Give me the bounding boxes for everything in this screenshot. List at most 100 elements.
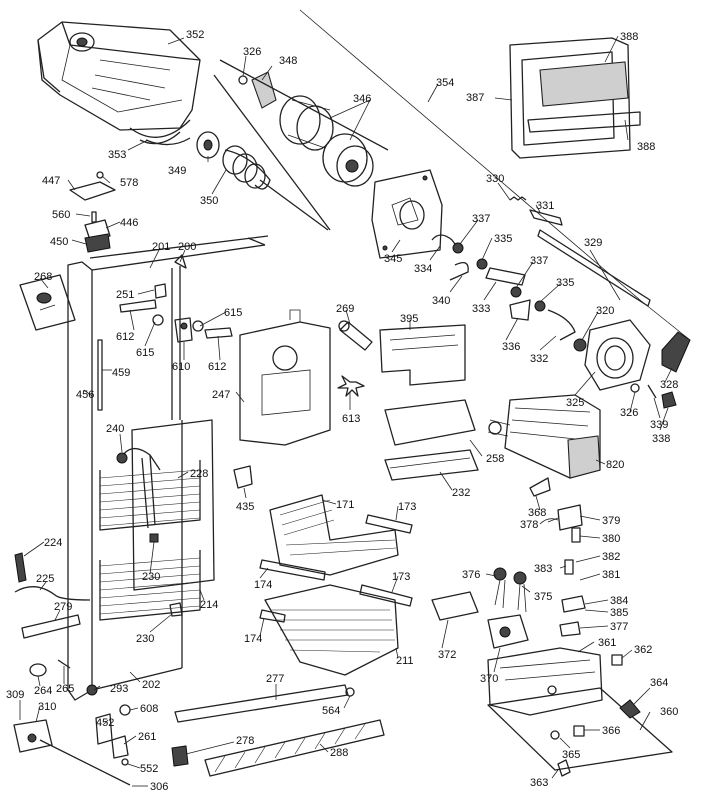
knob-435 [233, 465, 253, 489]
ice-bucket-352 [37, 21, 201, 146]
ramp-368 [529, 477, 551, 497]
callout-354: 354 [436, 77, 454, 89]
rod-329 [537, 229, 651, 307]
part-293 [86, 684, 98, 696]
callout-366: 366 [602, 725, 620, 737]
callout-346: 346 [353, 93, 371, 105]
callout-309: 309 [6, 689, 24, 701]
rod-306 [39, 739, 131, 786]
callout-337b: 337 [530, 255, 548, 267]
screw-560 [91, 211, 97, 223]
mounting-plate-345 [371, 169, 443, 259]
callout-334: 334 [414, 263, 432, 275]
harness-376 [493, 567, 527, 613]
callout-377: 377 [610, 621, 628, 633]
bracket-261 [111, 735, 129, 759]
callout-202: 202 [142, 679, 160, 691]
clip-251 [154, 283, 167, 299]
callout-337: 337 [472, 213, 490, 225]
callout-335: 335 [494, 233, 512, 245]
callout-288: 288 [330, 747, 348, 759]
screw-578 [96, 171, 104, 179]
pin-339 [647, 384, 657, 399]
callout-350: 350 [200, 195, 218, 207]
callout-610: 610 [172, 361, 190, 373]
callout-363: 363 [530, 777, 548, 789]
callout-339: 339 [650, 419, 668, 431]
callout-352: 352 [186, 29, 204, 41]
clip-230b [169, 602, 183, 617]
callout-450: 450 [50, 236, 68, 248]
callout-564: 564 [322, 705, 340, 717]
clip-377 [559, 621, 581, 637]
bracket-612 [119, 299, 157, 313]
callout-200: 200 [178, 241, 196, 253]
callout-615b: 615 [224, 307, 242, 319]
part-278 [171, 745, 189, 767]
callout-364: 364 [650, 677, 668, 689]
callout-230b: 230 [136, 633, 154, 645]
callout-381: 381 [602, 569, 620, 581]
callout-382: 382 [602, 551, 620, 563]
motor-370 [487, 614, 529, 649]
callout-349: 349 [168, 165, 186, 177]
light-housing-268 [19, 274, 76, 331]
spring-330 [509, 196, 527, 201]
callout-173: 173 [398, 501, 416, 513]
callout-613: 613 [342, 413, 360, 425]
callout-268: 268 [34, 271, 52, 283]
heater-224 [14, 552, 27, 583]
spring-364 [619, 699, 641, 719]
callout-331: 331 [536, 200, 554, 212]
switch-446 [84, 219, 111, 241]
cover-372 [431, 591, 479, 621]
callout-338: 338 [652, 433, 670, 445]
callout-378: 378 [520, 519, 538, 531]
clip-366 [573, 725, 585, 737]
washer-608 [119, 704, 131, 716]
callout-615: 615 [136, 347, 154, 359]
rail-279 [21, 614, 81, 639]
callout-332: 332 [530, 353, 548, 365]
callout-379: 379 [602, 515, 620, 527]
slide-174b [259, 609, 286, 623]
cover-258 [384, 399, 476, 446]
callout-578: 578 [120, 177, 138, 189]
callout-264: 264 [34, 685, 52, 697]
blade-assembly-346 [213, 59, 389, 231]
bracket-610 [174, 317, 193, 343]
callout-360: 360 [660, 706, 678, 718]
clip-200 [174, 254, 187, 269]
tray-232 [384, 449, 479, 481]
grommet-615b [192, 320, 204, 332]
callout-376: 376 [462, 569, 480, 581]
callout-447: 447 [42, 175, 60, 187]
washer-326b [630, 383, 640, 393]
callout-230: 230 [142, 571, 160, 583]
callout-201: 201 [152, 241, 170, 253]
arc-part-353 [139, 131, 181, 145]
pin-265 [57, 659, 71, 669]
callout-335b: 335 [556, 277, 574, 289]
callout-258: 258 [486, 453, 504, 465]
callout-329: 329 [584, 237, 602, 249]
callout-452: 452 [96, 717, 114, 729]
callout-395: 395 [400, 313, 418, 325]
callout-265: 265 [56, 683, 74, 695]
callout-375: 375 [534, 591, 552, 603]
tube-269 [338, 320, 373, 351]
callout-383: 383 [534, 563, 552, 575]
callout-612: 612 [116, 331, 134, 343]
screw-552 [121, 758, 129, 766]
callout-310: 310 [38, 701, 56, 713]
callout-384: 384 [610, 595, 628, 607]
bracket-612b [204, 327, 233, 339]
grommet-615 [152, 314, 164, 326]
callout-459: 459 [112, 367, 130, 379]
callout-214: 214 [200, 599, 218, 611]
slide-173b [359, 584, 413, 607]
callout-361: 361 [598, 637, 616, 649]
callout-372: 372 [438, 649, 456, 661]
callout-306: 306 [150, 781, 168, 793]
pin-365 [550, 730, 560, 740]
